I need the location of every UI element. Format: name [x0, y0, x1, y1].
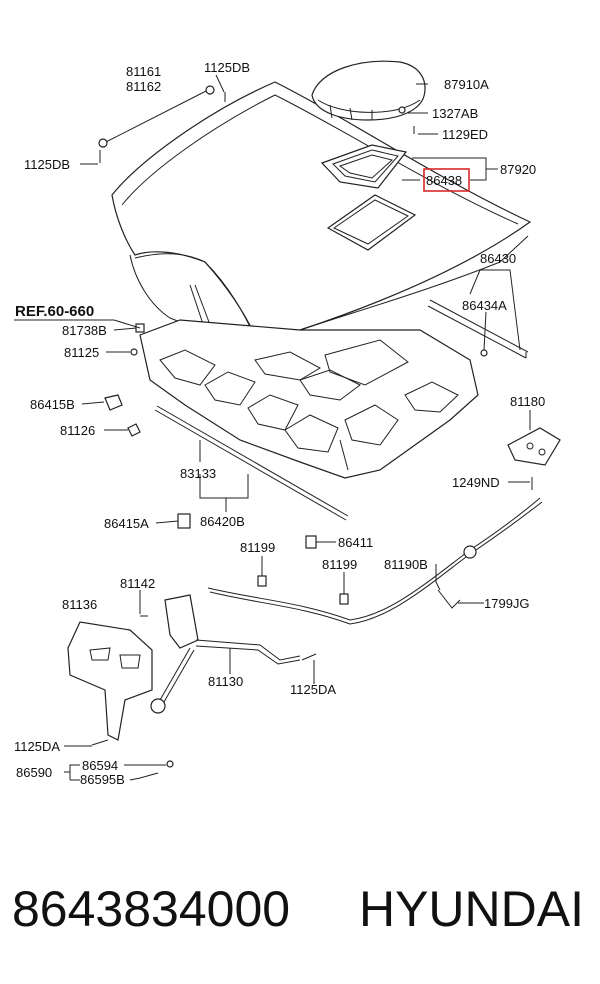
label-1799jg: 1799JG	[484, 596, 530, 611]
release-cable	[207, 497, 543, 625]
label-83133: 83133	[180, 466, 216, 481]
weatherstrip	[427, 299, 529, 359]
lock-bracket	[67, 621, 153, 741]
label-1327ab: 1327AB	[432, 106, 478, 121]
air-duct	[320, 144, 408, 189]
label-86415a: 86415A	[104, 516, 149, 531]
label-86434a: 86434A	[462, 298, 507, 313]
leader-lines	[14, 74, 531, 781]
label-87920: 87920	[500, 162, 536, 177]
label-81142: 81142	[120, 576, 155, 591]
highlight-box	[423, 168, 470, 192]
label-86438: 86438	[426, 173, 462, 188]
label-1125db-left: 1125DB	[24, 157, 70, 172]
label-1129ed: 1129ED	[442, 127, 488, 142]
label-1249nd: 1249ND	[452, 475, 500, 490]
brand-name: HYUNDAI	[358, 881, 584, 937]
bottom-bolts	[91, 653, 317, 779]
footer: 8643834000 HYUNDAI	[0, 872, 600, 962]
part-labels: 81161 81162 1125DB 1125DB 87910A 1327AB …	[14, 60, 545, 787]
latch-bracket	[507, 427, 561, 466]
ref-label: REF.60-660	[15, 303, 94, 320]
label-86594: 86594	[82, 758, 118, 773]
label-86415b: 86415B	[30, 397, 75, 412]
air-scoop-cover	[311, 60, 426, 134]
label-86590: 86590	[16, 765, 52, 780]
label-81136: 81136	[62, 597, 97, 612]
label-81180: 81180	[510, 394, 545, 409]
hood-stay-rod	[98, 85, 226, 163]
hood-panel	[111, 81, 532, 353]
label-81125: 81125	[64, 345, 99, 360]
label-86595b: 86595B	[80, 772, 125, 787]
label-86411: 86411	[338, 535, 373, 550]
label-81199-a: 81199	[240, 540, 275, 555]
label-86430: 86430	[480, 251, 516, 266]
parts-diagram: 81161 81162 1125DB 1125DB 87910A 1327AB …	[14, 60, 561, 787]
label-81199-b: 81199	[322, 557, 357, 572]
label-81190b: 81190B	[384, 557, 428, 572]
label-81162: 81162	[126, 79, 161, 94]
label-81161: 81161	[126, 64, 161, 79]
label-81738b: 81738B	[62, 323, 107, 338]
label-1125db-top: 1125DB	[204, 60, 250, 75]
label-1125da-right: 1125DA	[290, 682, 336, 697]
latch-assembly	[140, 594, 301, 714]
part-number: 8643834000	[12, 881, 291, 937]
label-87910a: 87910A	[444, 77, 489, 92]
hood-label-plate	[326, 194, 417, 251]
label-86420b: 86420B	[200, 514, 245, 529]
label-81126: 81126	[60, 423, 95, 438]
label-81130: 81130	[208, 674, 243, 689]
label-1125da-left: 1125DA	[14, 739, 60, 754]
seal-strip	[154, 405, 349, 521]
hood-inner-frame	[139, 319, 479, 479]
